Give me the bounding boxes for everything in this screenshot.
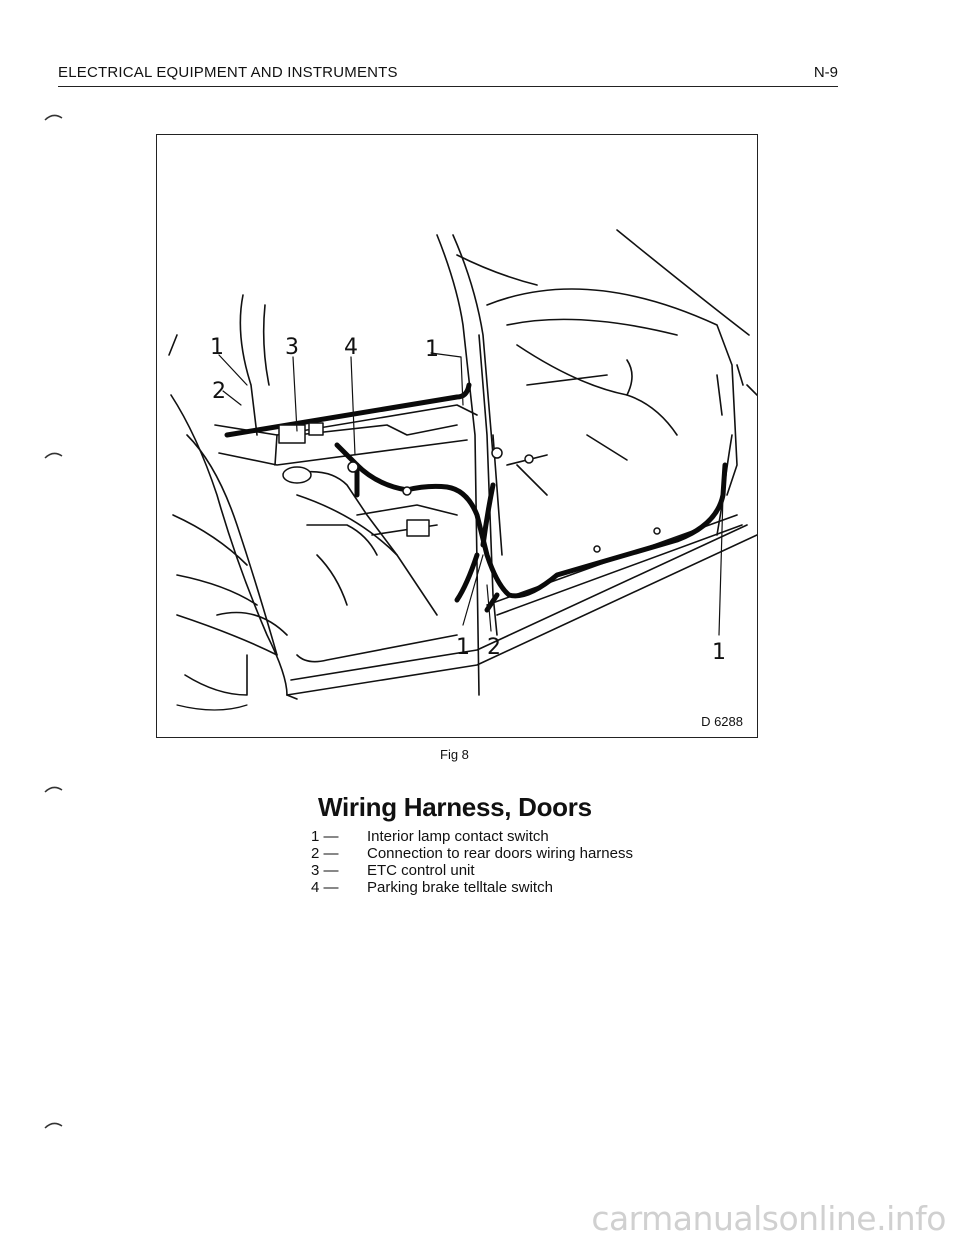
legend-number: 3 — (311, 862, 339, 879)
margin-mark (44, 1122, 63, 1129)
legend-number: 4 — (311, 879, 339, 896)
legend-item: 3 — ETC control unit (311, 863, 641, 879)
callout-label: 2 (212, 379, 226, 404)
margin-mark (44, 452, 63, 459)
callout-label: 1 (210, 335, 224, 360)
page-number: N-9 (813, 64, 838, 81)
callout-label: 2 (487, 635, 501, 660)
margin-mark (44, 114, 63, 121)
legend-number: 2 — (311, 845, 339, 862)
car-body-wiring-illustration (168, 229, 757, 711)
legend-item: 1 — Interior lamp contact switch (311, 829, 641, 845)
callout-label: 1 (712, 640, 726, 665)
legend-item: 4 — Parking brake telltale switch (311, 880, 641, 896)
callout-label: 3 (285, 335, 299, 360)
margin-mark (44, 786, 63, 793)
watermark: carmanualsonline.info (591, 1199, 946, 1238)
callout-label: 4 (344, 335, 358, 360)
legend-text: Connection to rear doors wiring harness (367, 845, 633, 862)
legend-list: 1 — Interior lamp contact switch 2 — Con… (311, 829, 641, 897)
legend-text: ETC control unit (367, 862, 475, 879)
callout-label: 1 (425, 337, 439, 362)
legend-text: Interior lamp contact switch (367, 828, 549, 845)
legend-text: Parking brake telltale switch (367, 879, 553, 896)
section-title: Wiring Harness, Doors (318, 792, 592, 822)
callout-label: 1 (456, 635, 470, 660)
figure-caption: Fig 8 (440, 747, 469, 762)
legend-item: 2 — Connection to rear doors wiring harn… (311, 846, 641, 862)
wiring-diagram-figure: 1 2 3 4 1 1 2 1 D 6288 (156, 134, 758, 738)
legend-number: 1 — (311, 828, 339, 845)
chapter-title: ELECTRICAL EQUIPMENT AND INSTRUMENTS (58, 64, 398, 81)
figure-code: D 6288 (701, 714, 743, 729)
page-header: ELECTRICAL EQUIPMENT AND INSTRUMENTS N-9 (58, 64, 838, 87)
